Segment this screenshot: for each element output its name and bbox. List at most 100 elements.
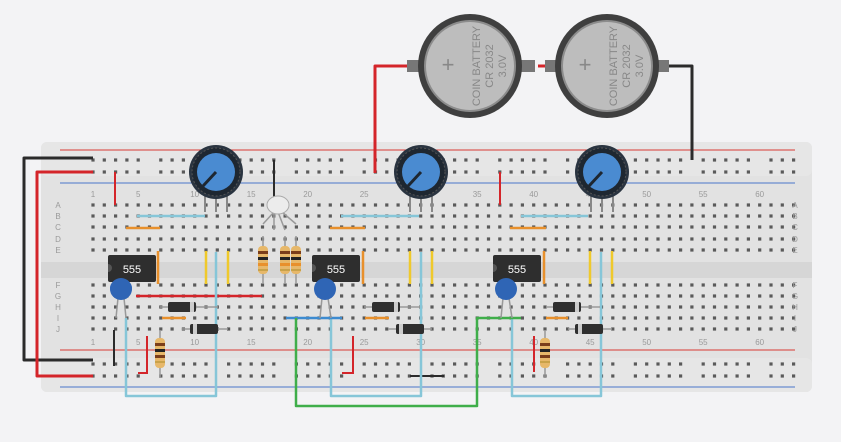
breadboard-hole[interactable] — [238, 203, 242, 207]
breadboard-hole[interactable] — [633, 237, 637, 241]
breadboard-hole[interactable] — [622, 248, 626, 252]
breadboard-hole[interactable] — [215, 316, 219, 320]
breadboard-hole[interactable] — [91, 327, 95, 331]
breadboard-hole[interactable] — [328, 214, 332, 218]
breadboard-hole[interactable] — [238, 214, 242, 218]
breadboard-hole[interactable] — [114, 327, 118, 331]
breadboard-hole[interactable] — [407, 294, 411, 298]
breadboard-hole[interactable] — [633, 203, 637, 207]
breadboard-hole[interactable] — [532, 316, 536, 320]
breadboard-hole[interactable] — [769, 237, 773, 241]
breadboard-hole[interactable] — [520, 362, 524, 366]
resistor-icon[interactable] — [540, 330, 550, 378]
breadboard-hole[interactable] — [306, 203, 310, 207]
breadboard-hole[interactable] — [622, 316, 626, 320]
breadboard-hole[interactable] — [441, 316, 445, 320]
breadboard-hole[interactable] — [724, 305, 728, 309]
breadboard-hole[interactable] — [780, 362, 784, 366]
breadboard-hole[interactable] — [328, 248, 332, 252]
breadboard-hole[interactable] — [91, 158, 95, 162]
breadboard-hole[interactable] — [769, 248, 773, 252]
breadboard-hole[interactable] — [758, 214, 762, 218]
breadboard-hole[interactable] — [509, 158, 513, 162]
breadboard-hole[interactable] — [114, 362, 118, 366]
breadboard-hole[interactable] — [385, 225, 389, 229]
breadboard-hole[interactable] — [102, 158, 106, 162]
breadboard-hole[interactable] — [735, 158, 739, 162]
breadboard-hole[interactable] — [746, 203, 750, 207]
breadboard-hole[interactable] — [633, 374, 637, 378]
breadboard-hole[interactable] — [453, 362, 457, 366]
breadboard-hole[interactable] — [769, 170, 773, 174]
breadboard-hole[interactable] — [532, 237, 536, 241]
breadboard-hole[interactable] — [792, 158, 796, 162]
breadboard-hole[interactable] — [114, 248, 118, 252]
breadboard-hole[interactable] — [599, 237, 604, 241]
breadboard-hole[interactable] — [464, 214, 468, 218]
breadboard-hole[interactable] — [181, 237, 185, 241]
breadboard-hole[interactable] — [792, 327, 796, 331]
breadboard-hole[interactable] — [543, 237, 547, 241]
breadboard-hole[interactable] — [712, 374, 717, 378]
breadboard-hole[interactable] — [679, 248, 683, 252]
breadboard-hole[interactable] — [204, 316, 208, 320]
breadboard-hole[interactable] — [147, 248, 152, 252]
breadboard-hole[interactable] — [498, 305, 502, 309]
breadboard-hole[interactable] — [566, 294, 570, 298]
breadboard-hole[interactable] — [679, 305, 683, 309]
breadboard-hole[interactable] — [746, 294, 750, 298]
breadboard-hole[interactable] — [114, 374, 118, 378]
breadboard-hole[interactable] — [91, 225, 95, 229]
breadboard-hole[interactable] — [204, 362, 208, 366]
breadboard-hole[interactable] — [125, 248, 129, 252]
breadboard-hole[interactable] — [690, 305, 694, 309]
breadboard-hole[interactable] — [373, 203, 378, 207]
breadboard-hole[interactable] — [520, 170, 524, 174]
breadboard-hole[interactable] — [746, 305, 750, 309]
breadboard-hole[interactable] — [260, 158, 265, 162]
breadboard-hole[interactable] — [453, 225, 457, 229]
breadboard-hole[interactable] — [249, 203, 253, 207]
breadboard-hole[interactable] — [712, 294, 717, 298]
breadboard-hole[interactable] — [780, 203, 784, 207]
breadboard-hole[interactable] — [102, 214, 106, 218]
breadboard-hole[interactable] — [136, 327, 140, 331]
breadboard-hole[interactable] — [792, 170, 796, 174]
breadboard-hole[interactable] — [441, 225, 445, 229]
breadboard-hole[interactable] — [724, 316, 728, 320]
breadboard-hole[interactable] — [362, 374, 366, 378]
breadboard-hole[interactable] — [780, 248, 784, 252]
breadboard-hole[interactable] — [125, 170, 129, 174]
breadboard-hole[interactable] — [294, 305, 298, 309]
breadboard-hole[interactable] — [746, 248, 750, 252]
breadboard-hole[interactable] — [464, 170, 468, 174]
breadboard-hole[interactable] — [125, 158, 129, 162]
breadboard-hole[interactable] — [91, 294, 95, 298]
breadboard-hole[interactable] — [351, 305, 355, 309]
breadboard-hole[interactable] — [396, 362, 400, 366]
breadboard-hole[interactable] — [792, 374, 796, 378]
breadboard-hole[interactable] — [735, 374, 739, 378]
breadboard-hole[interactable] — [249, 237, 253, 241]
breadboard-hole[interactable] — [441, 327, 445, 331]
breadboard-hole[interactable] — [419, 225, 423, 229]
breadboard-hole[interactable] — [373, 374, 378, 378]
breadboard-hole[interactable] — [475, 225, 479, 229]
breadboard-hole[interactable] — [701, 214, 705, 218]
breadboard-hole[interactable] — [577, 237, 581, 241]
breadboard-hole[interactable] — [385, 362, 389, 366]
breadboard-hole[interactable] — [170, 248, 174, 252]
breadboard-hole[interactable] — [283, 225, 287, 229]
breadboard-hole[interactable] — [147, 316, 152, 320]
breadboard-hole[interactable] — [430, 305, 434, 309]
diode-icon[interactable] — [160, 302, 218, 312]
breadboard-hole[interactable] — [91, 203, 95, 207]
breadboard-hole[interactable] — [147, 327, 152, 331]
breadboard-hole[interactable] — [566, 327, 570, 331]
breadboard-hole[interactable] — [701, 374, 705, 378]
breadboard-hole[interactable] — [373, 294, 378, 298]
breadboard-hole[interactable] — [170, 283, 174, 287]
breadboard-hole[interactable] — [227, 225, 231, 229]
breadboard-hole[interactable] — [102, 327, 106, 331]
breadboard-hole[interactable] — [622, 305, 626, 309]
